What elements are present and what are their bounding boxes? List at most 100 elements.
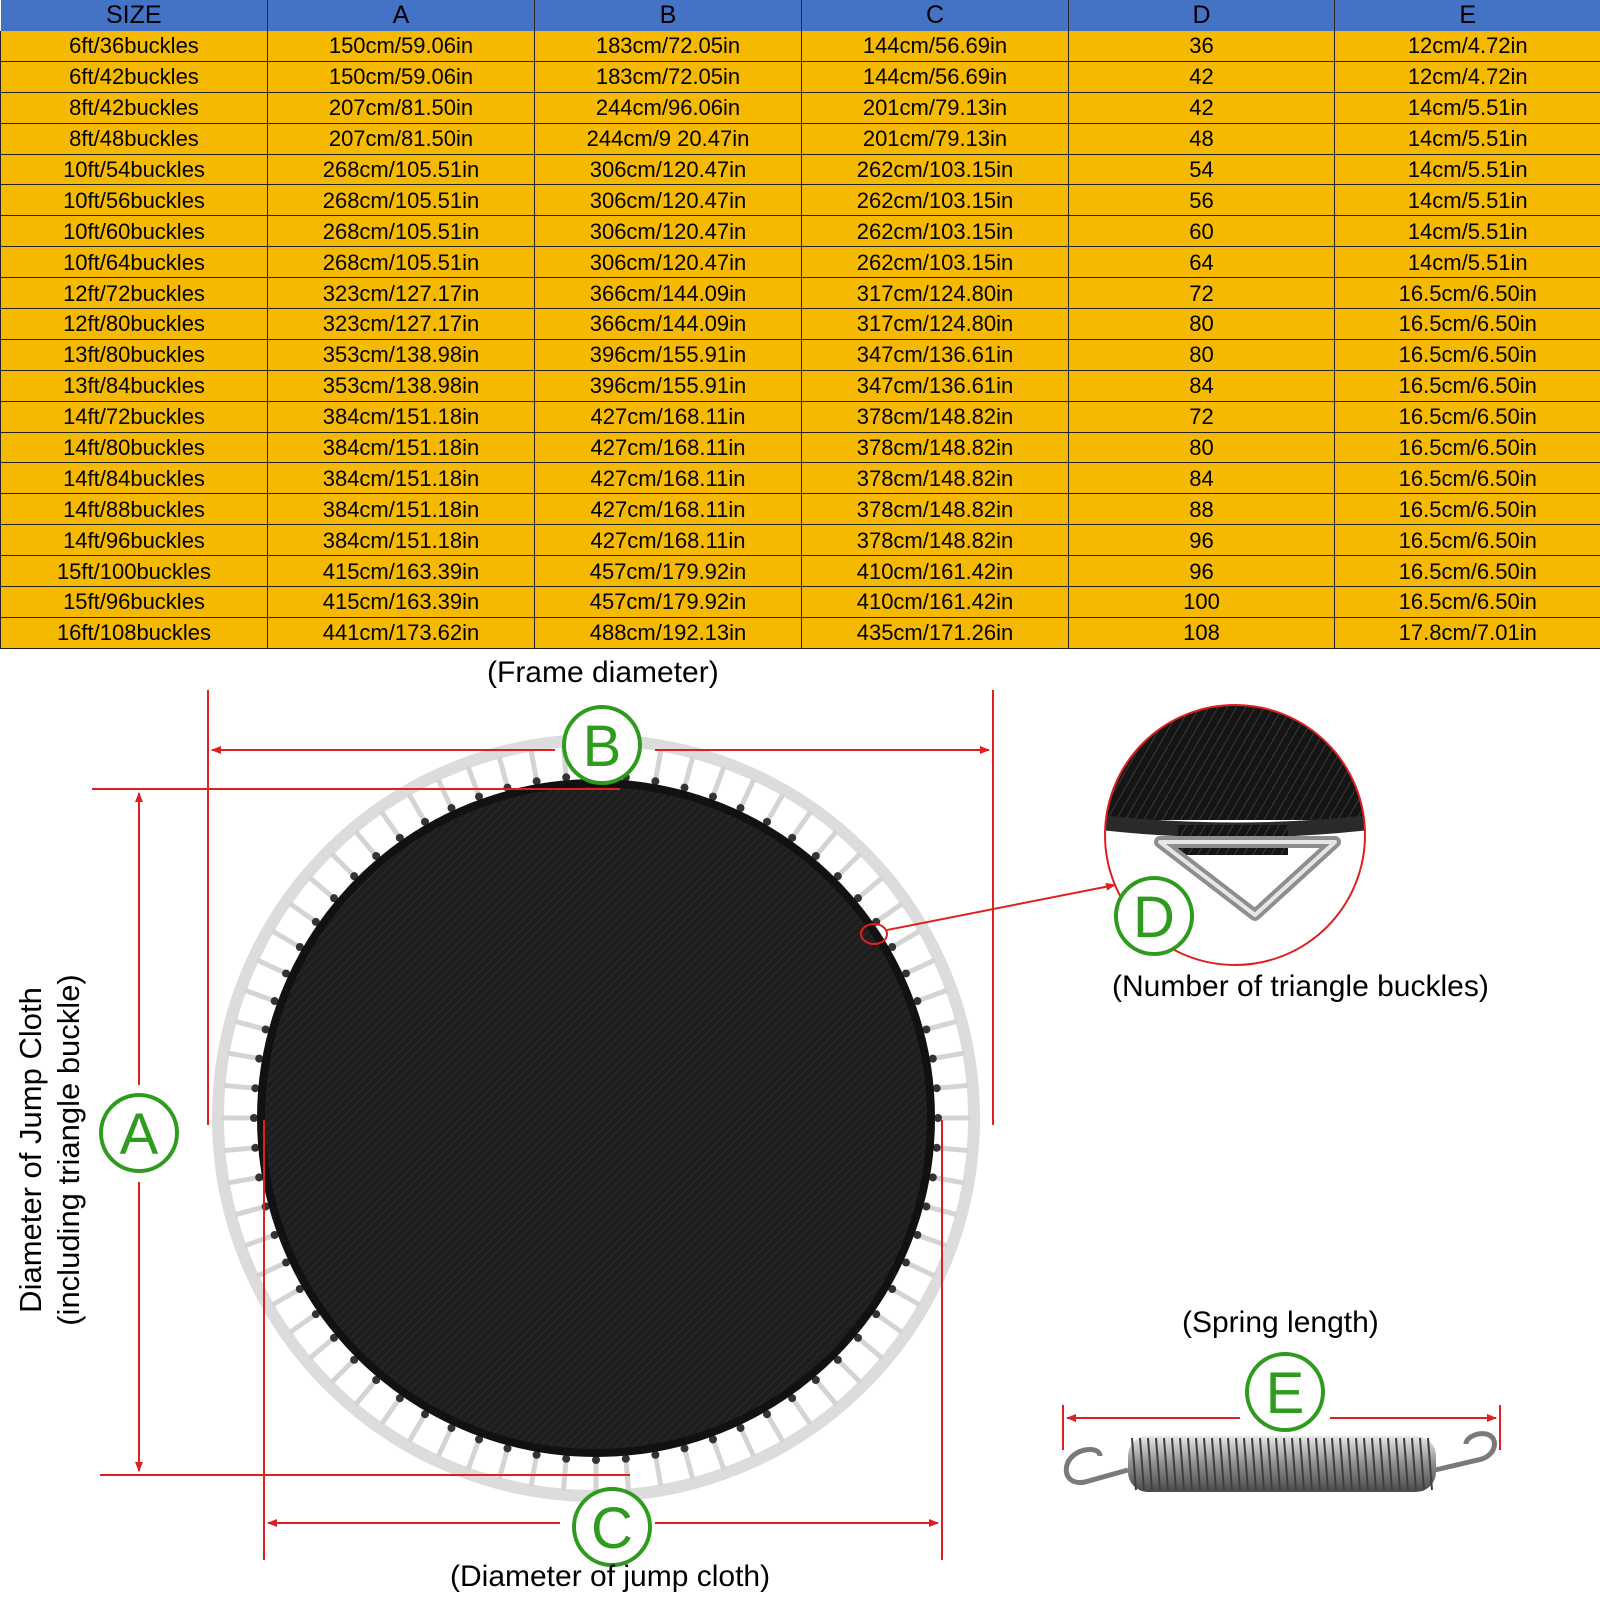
size-cell: 8ft/42buckles (0, 92, 268, 124)
buckle (833, 872, 842, 881)
size-cell: 8ft/48buckles (0, 123, 268, 155)
value-cell: 262cm/103.15in (801, 154, 1069, 186)
value-cell: 384cm/151.18in (267, 462, 535, 495)
buckle (922, 1202, 931, 1211)
coil (1355, 1437, 1361, 1491)
value-cell: 347cm/136.61in (801, 370, 1069, 402)
value-cell: 262cm/103.15in (801, 215, 1069, 248)
buckle (833, 1355, 842, 1364)
value-cell: 183cm/72.05in (534, 61, 802, 93)
value-cell: 96 (1068, 555, 1335, 588)
buckle (913, 997, 922, 1006)
coil (1227, 1437, 1233, 1491)
value-cell: 12cm/4.72in (1334, 31, 1600, 62)
dimension-lines (92, 690, 1501, 1560)
spring-icon (1063, 1431, 1497, 1492)
value-cell: 56 (1068, 184, 1335, 217)
buckle (251, 1143, 260, 1152)
buckle (811, 852, 820, 861)
value-cell: 54 (1068, 154, 1335, 186)
header-cell: C (801, 0, 1069, 31)
coil (1339, 1437, 1345, 1491)
value-cell: 150cm/59.06in (267, 61, 535, 93)
coil (1403, 1437, 1409, 1491)
size-cell: 10ft/56buckles (0, 184, 268, 217)
size-cell: 13ft/84buckles (0, 370, 268, 402)
coil (1331, 1437, 1337, 1491)
buckle (295, 943, 304, 951)
buckle (532, 777, 541, 786)
buckle (250, 1114, 258, 1122)
value-cell: 16.5cm/6.50in (1334, 555, 1600, 588)
coil (1275, 1437, 1281, 1491)
value-cell: 244cm/96.06in (534, 92, 802, 124)
value-cell: 396cm/155.91in (534, 339, 802, 371)
buckle (447, 1423, 456, 1432)
coil (1347, 1437, 1353, 1491)
coil (1187, 1437, 1193, 1491)
value-cell: 207cm/81.50in (267, 123, 535, 155)
size-cell: 10ft/54buckles (0, 154, 268, 186)
coil (1195, 1437, 1201, 1491)
coil (1211, 1437, 1217, 1491)
vertical-label-line2: (including triangle buckle) (51, 974, 86, 1326)
value-cell: 12cm/4.72in (1334, 61, 1600, 93)
header-cell: A (267, 0, 535, 31)
value-cell: 42 (1068, 61, 1335, 93)
svg-text:A: A (120, 1102, 159, 1167)
coil (1387, 1437, 1393, 1491)
coil (1379, 1437, 1385, 1491)
value-cell: 72 (1068, 401, 1335, 433)
size-cell: 16ft/108buckles (0, 617, 268, 649)
value-cell: 100 (1068, 586, 1335, 618)
value-cell: 323cm/127.17in (267, 277, 535, 310)
coil (1251, 1437, 1257, 1491)
value-cell: 353cm/138.98in (267, 370, 535, 402)
buckle (853, 894, 862, 903)
buckle (295, 1285, 304, 1293)
header-row: SIZE A B C D E (0, 0, 1600, 31)
value-cell: 16.5cm/6.50in (1334, 401, 1600, 433)
buckle (934, 1114, 942, 1122)
value-cell: 378cm/148.82in (801, 462, 1069, 495)
buckle (621, 1454, 630, 1463)
value-cell: 441cm/173.62in (267, 617, 535, 649)
value-cell: 384cm/151.18in (267, 493, 535, 526)
value-cell: 88 (1068, 493, 1335, 526)
coil (1427, 1437, 1433, 1491)
coil (1203, 1437, 1209, 1491)
buckle (763, 1410, 771, 1419)
value-cell: 427cm/168.11in (534, 401, 802, 433)
buckle (708, 792, 717, 801)
coil (1219, 1437, 1225, 1491)
value-cell: 144cm/56.69in (801, 31, 1069, 62)
value-cell: 488cm/192.13in (534, 617, 802, 649)
buckle (395, 1394, 404, 1403)
coil (1131, 1437, 1137, 1491)
buckle (736, 804, 745, 813)
coil (1243, 1437, 1249, 1491)
coil (1299, 1437, 1305, 1491)
value-cell: 80 (1068, 432, 1335, 464)
value-cell: 64 (1068, 246, 1335, 279)
buckle (350, 872, 359, 881)
value-cell: 378cm/148.82in (801, 524, 1069, 557)
value-cell: 427cm/168.11in (534, 524, 802, 557)
buckle (872, 1310, 881, 1319)
buckle (708, 1435, 717, 1444)
size-cell: 13ft/80buckles (0, 339, 268, 371)
badge-b: B (562, 705, 642, 785)
value-cell: 16.5cm/6.50in (1334, 308, 1600, 340)
value-cell: 353cm/138.98in (267, 339, 535, 371)
svg-text:C: C (591, 1496, 633, 1561)
value-cell: 378cm/148.82in (801, 432, 1069, 464)
value-cell: 96 (1068, 524, 1335, 557)
size-cell: 15ft/100buckles (0, 555, 268, 588)
buckle (932, 1143, 941, 1152)
